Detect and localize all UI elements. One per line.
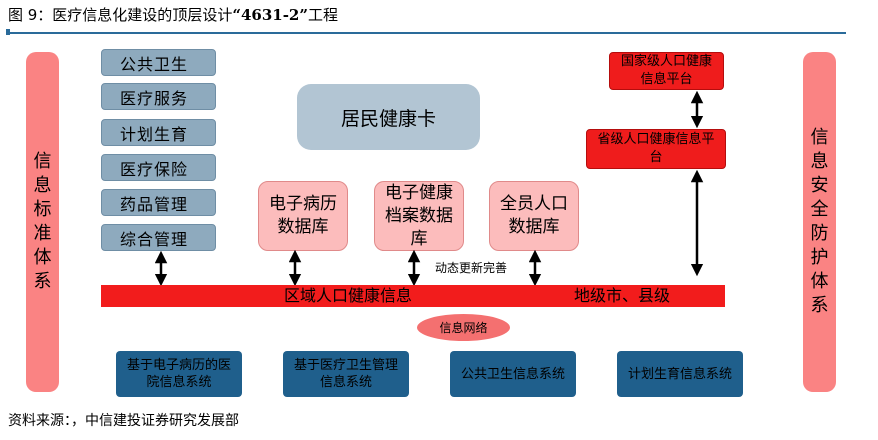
- system-label: 计划生育信息系统: [627, 366, 732, 382]
- service-label: 公共卫生: [120, 54, 189, 74]
- title-prefix: 图 9：医疗信息化建设的顶层设计: [8, 6, 233, 24]
- provincial-platform-box: 省级人口健康信息平台: [586, 129, 726, 169]
- system-box-public-health: 公共卫生信息系统: [450, 351, 576, 397]
- title-rule: [10, 32, 846, 34]
- title-code: “4631-2”: [232, 6, 308, 24]
- right-pillar: 信息安全防护体系: [803, 52, 836, 392]
- figure-title: 图 9：医疗信息化建设的顶层设计“4631-2”工程: [8, 4, 338, 26]
- resident-health-card-box: 居民健康卡: [297, 84, 480, 150]
- title-suffix: 工程: [308, 6, 339, 24]
- title-rule-marker: [6, 29, 10, 35]
- right-pillar-label: 信息安全防护体系: [810, 127, 829, 316]
- system-box-hospital: 基于电子病历的医院信息系统: [116, 351, 242, 397]
- info-network-cloud: 信息网络: [417, 314, 510, 341]
- dynamic-update-label: 动态更新完善: [435, 261, 508, 275]
- database-population: 全员人口数据库: [489, 181, 579, 251]
- service-label: 计划生育: [120, 124, 189, 144]
- national-platform-label: 国家级人口健康信息平台: [620, 54, 712, 87]
- service-box-medical-service: 医疗服务: [101, 83, 216, 110]
- info-network-label: 信息网络: [439, 321, 488, 335]
- regional-info-label: 区域人口健康信息: [284, 286, 413, 305]
- service-label: 药品管理: [120, 194, 189, 214]
- national-platform-box: 国家级人口健康信息平台: [609, 52, 724, 90]
- service-label: 综合管理: [120, 229, 189, 249]
- service-box-medical-insurance: 医疗保险: [101, 154, 216, 181]
- database-label: 全员人口数据库: [500, 194, 568, 237]
- service-label: 医疗服务: [120, 88, 189, 108]
- system-box-health-management: 基于医疗卫生管理信息系统: [283, 351, 409, 397]
- regional-info-bar: [101, 285, 725, 307]
- system-label: 基于医疗卫生管理信息系统: [293, 358, 398, 390]
- left-pillar-label: 信息标准体系: [33, 151, 52, 292]
- service-box-public-health: 公共卫生: [101, 49, 216, 76]
- service-label: 医疗保险: [120, 159, 189, 179]
- database-health-record: 电子健康档案数据库: [374, 181, 464, 251]
- database-emr: 电子病历数据库: [258, 181, 348, 251]
- service-box-general-management: 综合管理: [101, 224, 216, 251]
- system-label: 公共卫生信息系统: [460, 366, 565, 382]
- provincial-platform-label: 省级人口健康信息平台: [597, 132, 715, 165]
- system-label: 基于电子病历的医院信息系统: [126, 358, 231, 390]
- system-box-family-planning: 计划生育信息系统: [617, 351, 743, 397]
- database-label: 电子健康档案数据库: [385, 182, 453, 249]
- service-box-family-planning: 计划生育: [101, 119, 216, 146]
- resident-health-card-label: 居民健康卡: [340, 107, 436, 130]
- database-label: 电子病历数据库: [269, 194, 337, 237]
- service-box-drug-management: 药品管理: [101, 189, 216, 216]
- regional-level-label: 地级市、县级: [574, 286, 671, 305]
- left-pillar: 信息标准体系: [26, 52, 59, 392]
- source-note: 资料来源：，中信建投证券研究发展部: [8, 413, 239, 429]
